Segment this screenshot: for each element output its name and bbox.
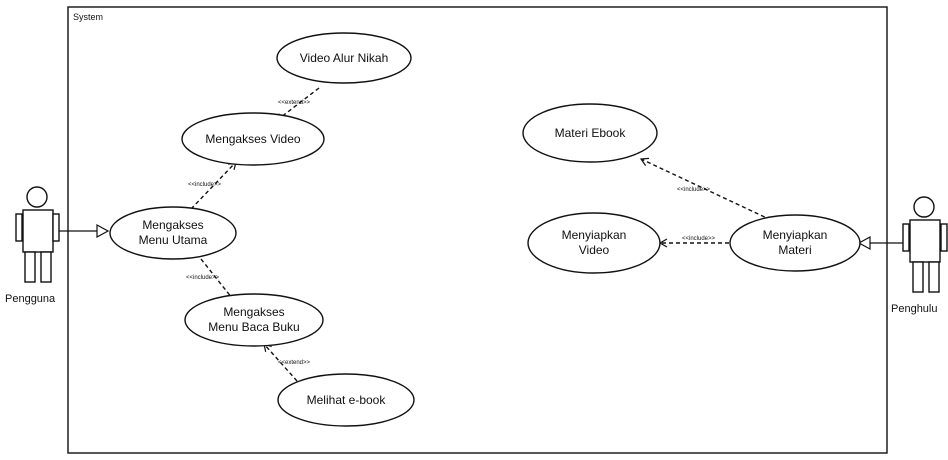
usecase-video-alur-nikah: Video Alur Nikah bbox=[276, 32, 412, 84]
usecase-label-line-1: Menyiapkan bbox=[562, 228, 627, 242]
actor-pengguna: Pengguna bbox=[5, 186, 60, 305]
usecase-label-line-2: Menu Baca Buku bbox=[208, 320, 299, 334]
usecase-mengakses-menu-baca-buku: Mengakses Menu Baca Buku bbox=[184, 293, 324, 347]
actor-leg-icon bbox=[24, 251, 36, 283]
include-video-line bbox=[190, 161, 237, 210]
usecase-label-line-2: Menu Utama bbox=[139, 233, 208, 247]
include-materi-ebook-line bbox=[639, 157, 772, 221]
actor-label-penghulu: Penghulu bbox=[891, 303, 938, 315]
usecase-label: Mengakses Video bbox=[205, 132, 301, 146]
usecase-materi-ebook: Materi Ebook bbox=[522, 103, 658, 163]
actor-arm-icon bbox=[52, 213, 60, 242]
usecase-label-line-1: Mengakses bbox=[142, 218, 203, 232]
usecase-label: Melihat e-book bbox=[307, 393, 387, 407]
usecase-menyiapkan-materi: Menyiapkan Materi bbox=[729, 214, 861, 272]
usecase-melihat-ebook: Melihat e-book bbox=[277, 373, 415, 427]
usecase-mengakses-video: Mengakses Video bbox=[181, 112, 325, 166]
extend-ebook-line bbox=[263, 343, 298, 382]
include-label: <<include>> bbox=[188, 182, 222, 188]
usecase-label-line-1: Menyiapkan bbox=[763, 228, 828, 242]
actor-leg-icon bbox=[40, 251, 52, 283]
actor-arm-icon bbox=[940, 223, 948, 252]
usecase-label: Video Alur Nikah bbox=[300, 51, 389, 65]
usecase-mengakses-menu-utama: Mengakses Menu Utama bbox=[109, 206, 237, 260]
usecase-label: Materi Ebook bbox=[555, 126, 627, 140]
extend-label: <<extend>> bbox=[278, 360, 311, 366]
actor-body-icon bbox=[909, 219, 941, 263]
usecase-label-line-2: Materi bbox=[778, 243, 811, 257]
include-label: <<include>> bbox=[682, 236, 716, 242]
actor-head-icon bbox=[913, 196, 935, 218]
include-label: <<include>> bbox=[186, 275, 220, 281]
actor-arm-icon bbox=[902, 223, 910, 252]
actor-body-icon bbox=[22, 209, 54, 253]
extend-label: <<extend>> bbox=[278, 100, 311, 106]
usecase-label-line-1: Mengakses bbox=[223, 305, 284, 319]
actor-arm-icon bbox=[15, 213, 23, 242]
actor-leg-icon bbox=[928, 261, 940, 293]
actor-penghulu: Penghulu bbox=[891, 196, 948, 315]
include-label: <<include>> bbox=[677, 187, 711, 193]
actor-head-icon bbox=[26, 186, 48, 208]
usecase-label-line-2: Video bbox=[579, 243, 610, 257]
system-label: System bbox=[73, 12, 103, 22]
include-baca-line bbox=[200, 258, 237, 304]
usecase-menyiapkan-video: Menyiapkan Video bbox=[527, 212, 661, 274]
actor-label-pengguna: Pengguna bbox=[5, 293, 56, 305]
actor-leg-icon bbox=[912, 261, 924, 293]
